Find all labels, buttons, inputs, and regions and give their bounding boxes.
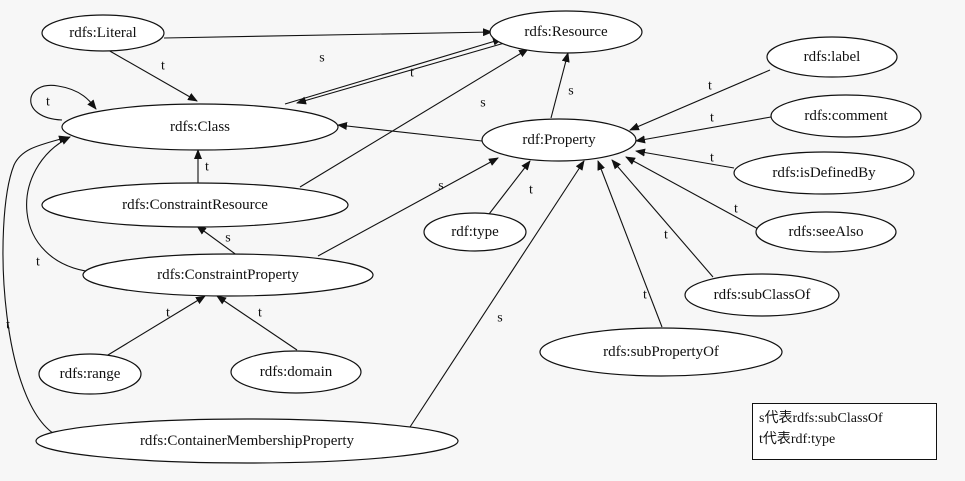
node-type: rdf:type bbox=[423, 212, 527, 252]
edge-property-class bbox=[337, 122, 483, 142]
edge-range-constraintproperty bbox=[102, 295, 206, 359]
node-label: rdfs:range bbox=[60, 366, 121, 382]
edge-constraintproperty-property bbox=[317, 157, 499, 257]
node-seealso: rdfs:seeAlso bbox=[755, 211, 897, 253]
legend-line-subclassof: s代表rdfs:subClassOf bbox=[759, 411, 883, 426]
node-range: rdfs:range bbox=[38, 353, 142, 395]
edge-label-s: s bbox=[568, 84, 573, 99]
node-label: rdfs:subClassOf bbox=[714, 287, 811, 303]
edge-label-t: t bbox=[6, 318, 10, 333]
edge-property-resource bbox=[550, 52, 570, 119]
edge-label-t: t bbox=[166, 306, 170, 321]
edges: t s t s s t t s s t t bbox=[2, 28, 772, 440]
node-label: rdfs:Resource bbox=[524, 24, 608, 40]
node-label: rdfs:Literal bbox=[69, 25, 136, 41]
node-label: rdfs:seeAlso bbox=[789, 224, 864, 240]
node-label: rdfs:ConstraintProperty bbox=[157, 267, 299, 283]
node-label-property: rdfs:label bbox=[766, 36, 898, 78]
node-containermembershipproperty: rdfs:ContainerMembershipProperty bbox=[35, 418, 459, 464]
node-label: rdf:type bbox=[451, 224, 499, 240]
edge-literal-resource bbox=[163, 28, 493, 39]
edge-isdefinedby-property bbox=[635, 148, 735, 169]
node-subclassof: rdfs:subClassOf bbox=[684, 273, 840, 317]
edge-label-t: t bbox=[734, 202, 738, 217]
legend-box: s代表rdfs:subClassOf t代表rdf:type bbox=[752, 403, 937, 460]
node-label: rdfs:ContainerMembershipProperty bbox=[140, 433, 355, 449]
edge-label-s: s bbox=[438, 179, 443, 194]
edge-label-s: s bbox=[319, 51, 324, 66]
node-property: rdf:Property bbox=[481, 118, 637, 162]
node-label: rdf:Property bbox=[522, 132, 596, 148]
node-label: rdfs:subPropertyOf bbox=[603, 344, 719, 360]
node-class: rdfs:Class bbox=[61, 103, 339, 151]
node-comment: rdfs:comment bbox=[770, 94, 922, 138]
node-label: rdfs:Class bbox=[170, 119, 230, 135]
edge-label-t: t bbox=[36, 255, 40, 270]
edge-label-t: t bbox=[710, 111, 714, 126]
edge-literal-class bbox=[107, 49, 198, 102]
node-label: rdfs:isDefinedBy bbox=[772, 165, 876, 181]
node-literal: rdfs:Literal bbox=[41, 14, 165, 52]
node-label: rdfs:ConstraintResource bbox=[122, 197, 268, 213]
edge-label-t: t bbox=[708, 79, 712, 94]
node-label: rdfs:label bbox=[804, 49, 861, 65]
edge-label-t: t bbox=[410, 66, 414, 81]
edge-class-resource bbox=[284, 37, 503, 105]
legend-line-type: t代表rdf:type bbox=[759, 432, 836, 447]
edge-label-t: t bbox=[46, 95, 50, 110]
edge-subpropertyof-property bbox=[597, 160, 663, 328]
edge-seealso-property bbox=[625, 156, 761, 231]
edge-label-t: t bbox=[205, 160, 209, 175]
node-label: rdfs:comment bbox=[804, 108, 888, 124]
edge-label-t: t bbox=[529, 183, 533, 198]
edge-constraintproperty-constraintresource bbox=[196, 225, 239, 257]
node-isdefinedby: rdfs:isDefinedBy bbox=[733, 151, 915, 195]
edge-label-t: t bbox=[258, 306, 262, 321]
edge-subclassof-property bbox=[611, 159, 714, 278]
node-resource: rdfs:Resource bbox=[489, 10, 643, 54]
edge-resource-class bbox=[296, 41, 509, 105]
edge-type-property bbox=[485, 160, 531, 219]
edge-constraintresource-resource bbox=[299, 48, 529, 188]
node-subpropertyof: rdfs:subPropertyOf bbox=[539, 327, 783, 377]
node-label: rdfs:domain bbox=[260, 364, 333, 380]
edge-constraintproperty-class bbox=[26, 136, 93, 273]
edge-containermembership-property bbox=[409, 160, 585, 428]
edge-label-t: t bbox=[161, 59, 165, 74]
edge-label-t: t bbox=[710, 151, 714, 166]
edge-label-property bbox=[629, 69, 771, 131]
edge-containermembership-class bbox=[2, 135, 69, 440]
node-domain: rdfs:domain bbox=[230, 350, 362, 394]
edge-comment-property bbox=[635, 116, 772, 144]
edge-label-t: t bbox=[643, 288, 647, 303]
edge-label-s: s bbox=[225, 231, 230, 246]
node-constraintresource: rdfs:ConstraintResource bbox=[41, 182, 349, 228]
edge-label-s: s bbox=[497, 311, 502, 326]
edge-label-t: t bbox=[664, 228, 668, 243]
node-constraintproperty: rdfs:ConstraintProperty bbox=[82, 253, 374, 297]
edge-label-s: s bbox=[480, 96, 485, 111]
edge-domain-constraintproperty bbox=[216, 295, 298, 351]
edge-class-selfloop bbox=[30, 84, 97, 121]
